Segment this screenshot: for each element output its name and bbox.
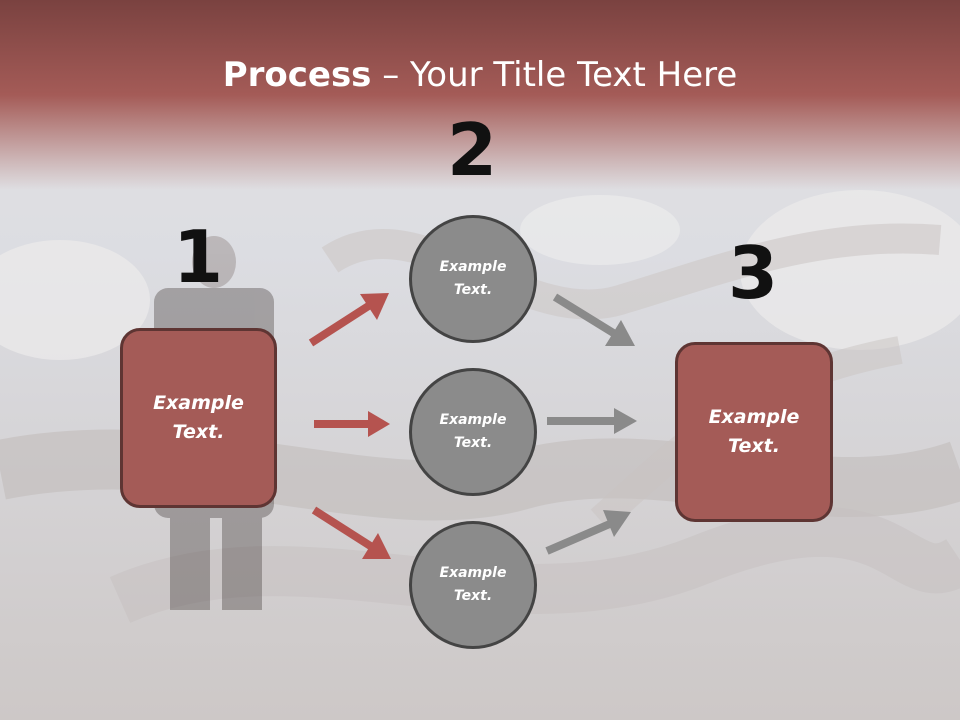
arrow-circle-2-to-3 bbox=[547, 408, 637, 434]
circle-1-text: Example Text. bbox=[439, 259, 507, 298]
step-2-circle-3[interactable]: Example Text. bbox=[409, 521, 537, 649]
step-3-text: Example Text. bbox=[708, 406, 800, 457]
circle-3-text: Example Text. bbox=[439, 565, 507, 604]
title-bold: Process bbox=[222, 55, 372, 95]
circle-2-text: Example Text. bbox=[439, 412, 507, 451]
arrow-circle-3-to-3 bbox=[545, 510, 631, 555]
arrow-1-to-circle-3 bbox=[311, 506, 391, 559]
step-3-number: 3 bbox=[727, 231, 779, 315]
step-1-text: Example Text. bbox=[153, 392, 244, 443]
step-3-box[interactable]: Example Text. bbox=[675, 342, 833, 522]
step-1-number: 1 bbox=[172, 215, 224, 299]
slide-title: Process – Your Title Text Here bbox=[0, 52, 960, 98]
step-2-circle-2[interactable]: Example Text. bbox=[409, 368, 537, 496]
step-2-number: 2 bbox=[446, 108, 498, 192]
step-2-circle-1[interactable]: Example Text. bbox=[409, 215, 537, 343]
arrow-1-to-circle-1 bbox=[308, 293, 389, 347]
step-1-box[interactable]: Example Text. bbox=[120, 328, 277, 508]
arrow-1-to-circle-2 bbox=[314, 411, 390, 437]
title-rest: – Your Title Text Here bbox=[371, 55, 738, 95]
arrow-circle-1-to-3 bbox=[552, 293, 635, 346]
